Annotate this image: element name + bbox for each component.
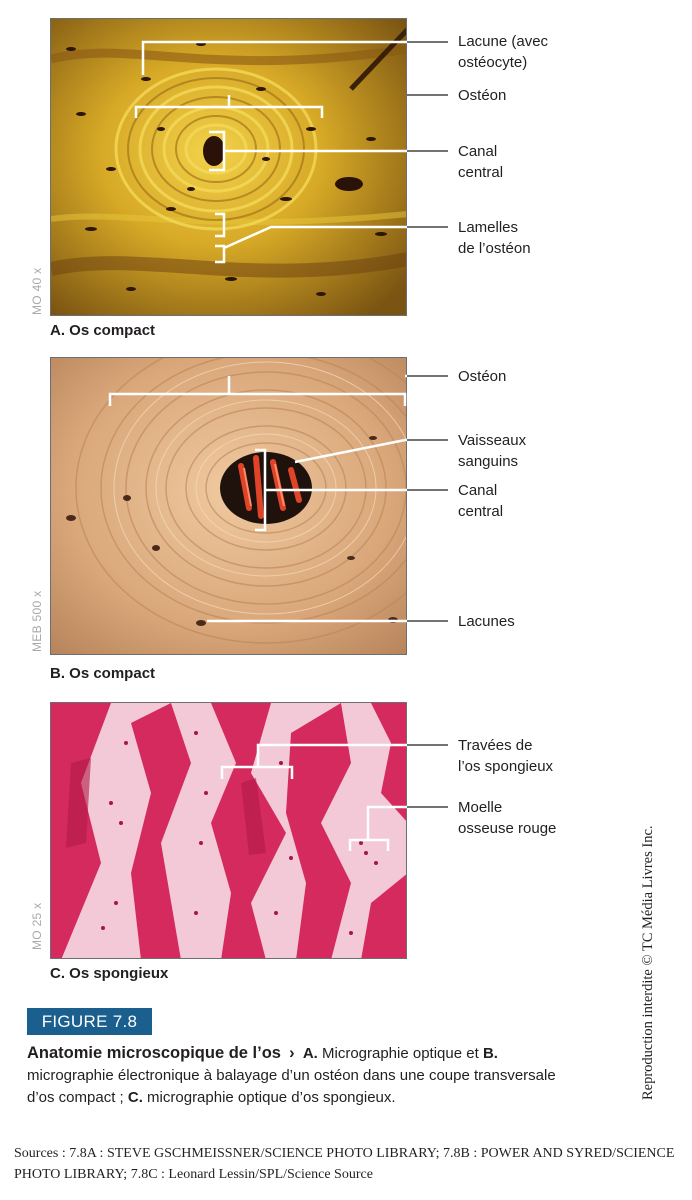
label-travees: Travées de l’os spongieux: [458, 737, 554, 775]
panel-a-micrograph: [50, 18, 407, 316]
image-sources: Sources : 7.8A : STEVE GSCHMEISSNER/SCIE…: [14, 1146, 675, 1182]
label-lacune: Lacune (avec ostéocyte): [458, 33, 549, 71]
label-canal-central-b: Canal central: [458, 482, 504, 520]
caption-c-letter: C.: [127, 1089, 143, 1106]
panel-a-caption: A. Os compact: [50, 322, 156, 339]
figure-number-badge: FIGURE 7.8: [27, 1008, 152, 1035]
caption-arrow: ›: [289, 1044, 295, 1062]
caption-c-text: micrographie optique d’os spongieux.: [142, 1089, 396, 1106]
osteon-light-micrograph: [51, 19, 406, 315]
figure-caption: Anatomie microscopique de l’os › A. Micr…: [27, 1042, 567, 1109]
label-vaisseaux: Vaisseaux sanguins: [458, 432, 527, 470]
figure-title: Anatomie microscopique de l’os: [27, 1044, 281, 1062]
osteon-sem-micrograph: [51, 358, 406, 654]
label-lacunes: Lacunes: [458, 613, 515, 630]
label-osteon-a: Ostéon: [458, 87, 507, 104]
label-canal-central-a: Canal central: [458, 143, 504, 181]
label-osteon-b: Ostéon: [458, 368, 507, 385]
copyright-notice: Reproduction interdite © TC Média Livres…: [640, 825, 656, 1100]
panel-c-caption: C. Os spongieux: [50, 965, 169, 982]
label-lamelles: Lamelles de l’ostéon: [458, 219, 531, 257]
label-moelle: Moelle osseuse rouge: [458, 799, 557, 837]
caption-a-letter: A.: [302, 1045, 318, 1062]
caption-b-text: micrographie électronique à balayage d’u…: [27, 1067, 556, 1106]
caption-b-letter: B.: [482, 1045, 498, 1062]
panel-b-micrograph: [50, 357, 407, 655]
panel-b-caption: B. Os compact: [50, 665, 156, 682]
caption-a-text: Micrographie optique et: [317, 1045, 479, 1062]
